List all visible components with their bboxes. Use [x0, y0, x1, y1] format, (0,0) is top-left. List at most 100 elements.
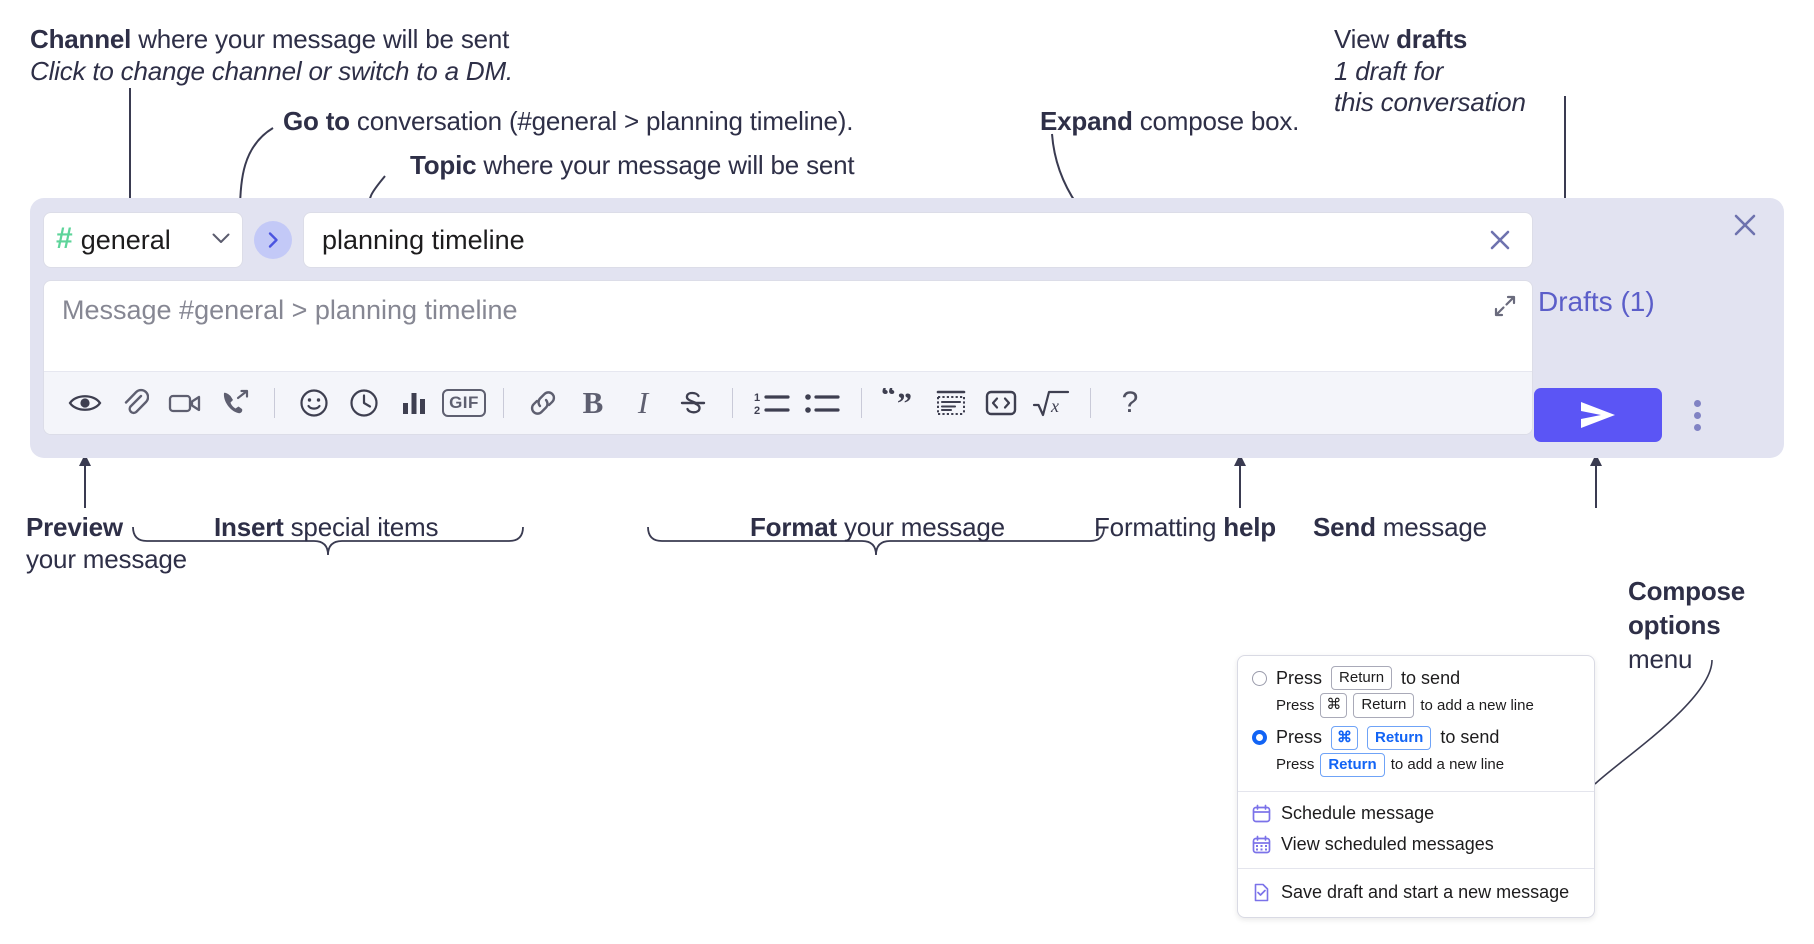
- compose-header-row: # general: [43, 212, 1533, 268]
- topic-input[interactable]: [320, 223, 1482, 257]
- annotation-channel: Channel where your message will be sent …: [30, 24, 513, 87]
- channel-selector[interactable]: # general: [43, 212, 243, 268]
- option1-sub-post: to add a new line: [1420, 696, 1534, 714]
- option1-pre: Press: [1276, 667, 1323, 688]
- annotation-send: Send message: [1313, 512, 1487, 544]
- help-icon[interactable]: ?: [1121, 386, 1139, 419]
- annotation-drafts-line1: 1 draft for: [1334, 55, 1444, 86]
- annotation-insert-bold: Insert: [214, 512, 284, 542]
- key-command: ⌘: [1320, 693, 1348, 718]
- annotation-compose-line2: options: [1628, 609, 1721, 640]
- option2-sub-post: to add a new line: [1390, 756, 1505, 774]
- annotation-preview-line2: your message: [26, 543, 187, 574]
- menu-item-view-scheduled-messages[interactable]: View scheduled messages: [1238, 829, 1594, 860]
- blockquote-icon[interactable]: “ ”: [876, 380, 926, 426]
- poll-icon[interactable]: [389, 380, 439, 426]
- call-icon[interactable]: [210, 380, 260, 426]
- svg-text:“: “: [881, 388, 896, 412]
- annotation-channel-italic: Click to change channel or switch to a D…: [30, 55, 513, 86]
- annotation-topic: Topic where your message will be sent: [410, 150, 855, 182]
- key-return: Return: [1320, 752, 1385, 777]
- bulleted-list-icon[interactable]: [797, 380, 847, 426]
- compose-panel: # general Message #general > planning ti…: [30, 198, 1784, 458]
- message-box: Message #general > planning timeline: [43, 280, 1533, 435]
- gif-icon[interactable]: GIF: [439, 380, 489, 426]
- menu-item-label: View scheduled messages: [1281, 834, 1494, 854]
- send-option-cmd-return[interactable]: Press ⌘ Return to send: [1252, 725, 1580, 750]
- emoji-icon[interactable]: [289, 380, 339, 426]
- close-icon[interactable]: [1730, 210, 1760, 245]
- annotation-compose-options: Compose options menu: [1628, 575, 1745, 676]
- annotation-drafts-bold: drafts: [1396, 24, 1468, 54]
- go-to-conversation-button[interactable]: [254, 221, 292, 259]
- send-button[interactable]: [1534, 388, 1662, 442]
- separator: [861, 388, 862, 418]
- svg-text:2: 2: [754, 405, 760, 417]
- annotation-channel-rest: where your message will be sent: [131, 24, 510, 54]
- send-option-return[interactable]: Press Return to send: [1252, 666, 1580, 691]
- menu-item-schedule-message[interactable]: Schedule message: [1238, 798, 1594, 829]
- key-return: Return: [1331, 666, 1393, 691]
- radio-unselected[interactable]: [1252, 670, 1267, 686]
- topic-field[interactable]: [303, 212, 1533, 268]
- annotation-format-rest: your message: [836, 512, 1005, 542]
- send-option-cmd-return-sub: Press Return to add a new line: [1276, 752, 1580, 777]
- drafts-link[interactable]: Drafts (1): [1538, 286, 1655, 317]
- italic-icon[interactable]: I: [637, 385, 649, 420]
- annotation-format: Format your message: [750, 512, 1005, 544]
- key-return: Return: [1367, 725, 1432, 750]
- annotation-goto: Go to conversation (#general > planning …: [283, 106, 853, 138]
- annotation-compose-line1: Compose: [1628, 576, 1746, 606]
- annotation-expand-bold: Expand: [1040, 106, 1133, 136]
- annotation-channel-bold: Channel: [30, 24, 132, 54]
- annotation-insert-rest: special items: [283, 512, 439, 542]
- annotation-format-bold: Format: [750, 512, 837, 542]
- dot: [1693, 411, 1701, 419]
- gif-label: GIF: [442, 389, 486, 417]
- compose-right-controls: Drafts (1): [1534, 198, 1764, 458]
- menu-item-save-draft[interactable]: Save draft and start a new message: [1238, 877, 1594, 908]
- message-input-area[interactable]: Message #general > planning timeline: [44, 281, 1532, 371]
- radio-selected[interactable]: [1252, 730, 1267, 746]
- code-icon[interactable]: [976, 380, 1026, 426]
- annotation-drafts: View drafts 1 draft for this conversatio…: [1334, 24, 1526, 119]
- math-icon[interactable]: x: [1026, 380, 1076, 426]
- compose-options-button[interactable]: [1682, 390, 1712, 440]
- chevron-down-icon: [212, 231, 230, 249]
- annotation-drafts-line2: this conversation: [1334, 87, 1526, 118]
- clock-icon[interactable]: [339, 380, 389, 426]
- strikethrough-icon[interactable]: [668, 380, 718, 426]
- annotation-drafts-prefix: View: [1334, 24, 1397, 54]
- hash-icon: #: [56, 222, 73, 255]
- annotation-expand-rest: compose box.: [1132, 106, 1300, 136]
- separator: [503, 388, 504, 418]
- dot: [1693, 399, 1701, 407]
- separator: [1090, 388, 1091, 418]
- annotation-help: Formatting help: [1094, 512, 1276, 544]
- divider: [1238, 868, 1594, 869]
- code-block-icon[interactable]: [926, 380, 976, 426]
- draft-section: Save draft and start a new message: [1238, 869, 1594, 917]
- send-options-section: Press Return to send Press ⌘ Return to a…: [1238, 656, 1594, 791]
- annotation-topic-bold: Topic: [410, 150, 477, 180]
- separator: [274, 388, 275, 418]
- annotation-topic-rest: where your message will be sent: [476, 150, 855, 180]
- menu-item-label: Save draft and start a new message: [1281, 882, 1570, 902]
- option1-sub-pre: Press: [1276, 696, 1315, 714]
- video-icon[interactable]: [160, 380, 210, 426]
- option2-pre: Press: [1276, 727, 1323, 748]
- option1-post: to send: [1401, 667, 1461, 688]
- expand-icon[interactable]: [1492, 293, 1518, 324]
- annotation-help-bold: help: [1223, 512, 1276, 542]
- annotation-insert: Insert special items: [214, 512, 439, 544]
- bold-icon[interactable]: B: [582, 385, 604, 420]
- link-icon[interactable]: [518, 380, 568, 426]
- calendar-icon: [1252, 804, 1271, 823]
- schedule-section: Schedule message View scheduled messages: [1238, 792, 1594, 868]
- close-icon[interactable]: [1482, 222, 1518, 258]
- attachment-icon[interactable]: [110, 380, 160, 426]
- preview-icon[interactable]: [60, 380, 110, 426]
- svg-text:1: 1: [754, 392, 760, 404]
- channel-name: general: [80, 224, 171, 255]
